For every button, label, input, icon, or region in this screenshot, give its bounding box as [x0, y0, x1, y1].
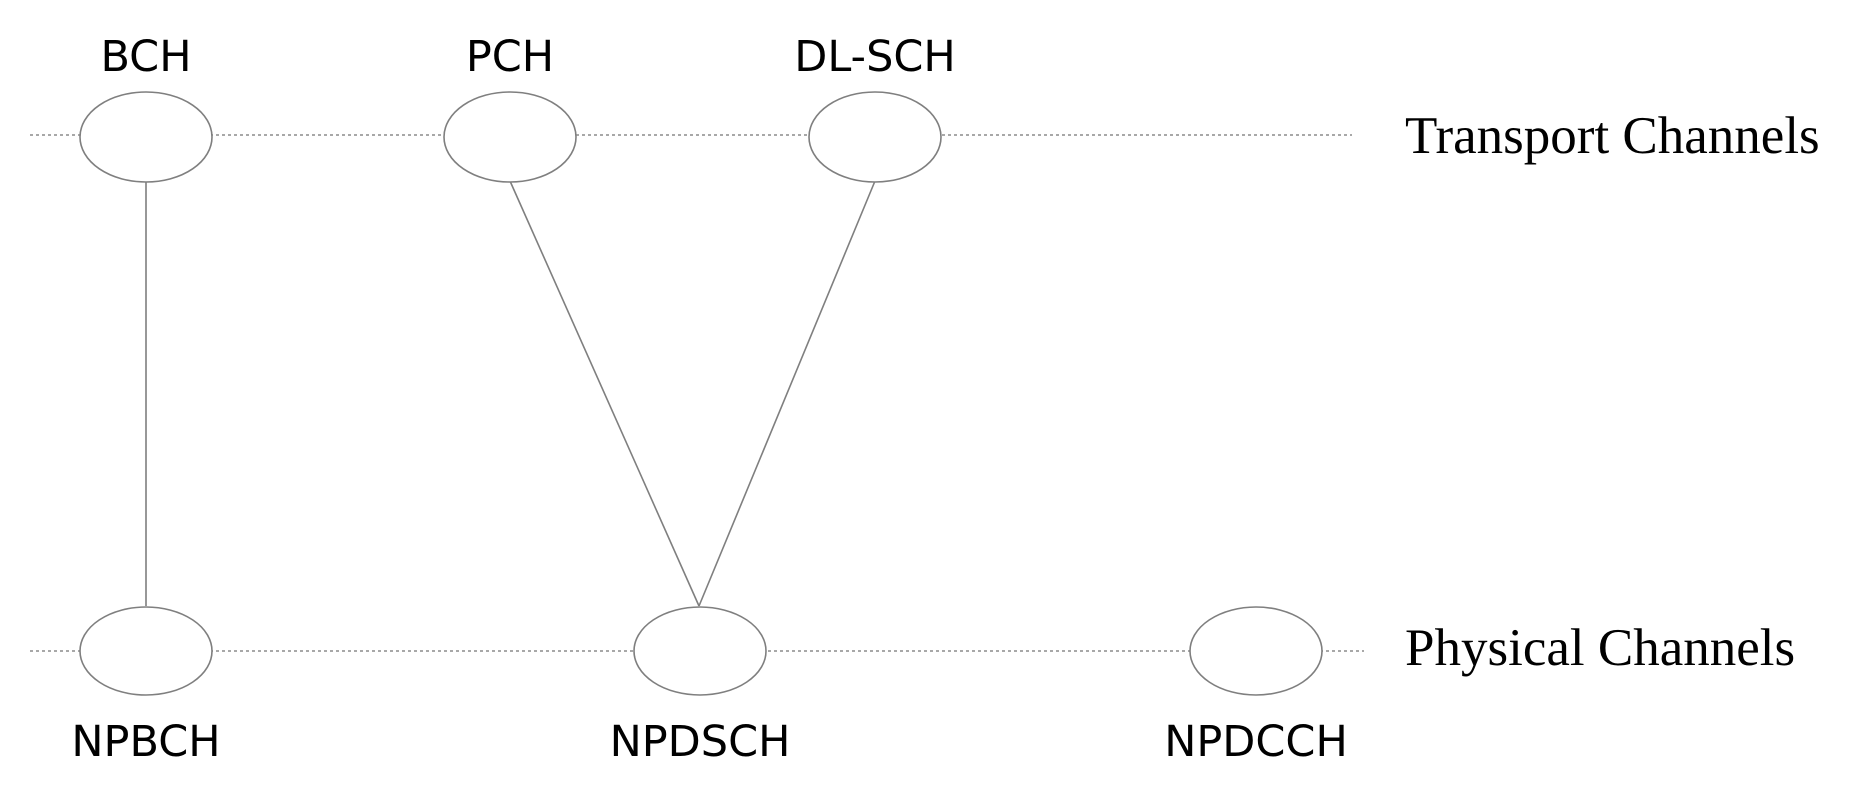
node-bch [79, 91, 213, 183]
mapping-link-pch-npdsch [509, 180, 700, 607]
label-bch: BCH [100, 32, 191, 82]
transport-channels-label: Transport Channels [1405, 107, 1820, 165]
node-npdcch [1189, 606, 1323, 696]
label-npbch: NPBCH [71, 717, 220, 767]
node-npdsch [633, 606, 767, 696]
node-pch [443, 91, 577, 183]
label-npdcch: NPDCCH [1164, 717, 1348, 767]
physical-channels-label: Physical Channels [1405, 619, 1795, 677]
label-dlsch: DL-SCH [794, 32, 955, 82]
node-npbch [79, 606, 213, 696]
label-pch: PCH [466, 32, 554, 82]
label-npdsch: NPDSCH [610, 717, 791, 767]
node-dlsch [808, 91, 942, 183]
mapping-link-dlsch-npdsch [698, 180, 876, 607]
